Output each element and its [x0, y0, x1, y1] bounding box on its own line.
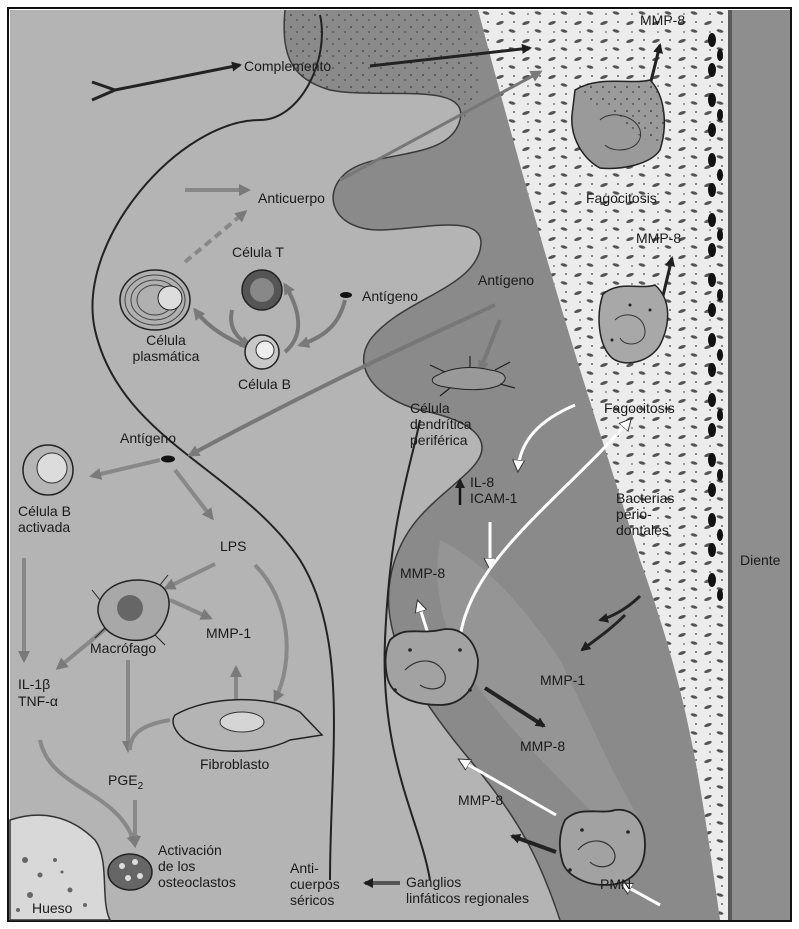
label-complemento: Complemento — [244, 58, 331, 74]
label-activacion-2: de los — [158, 858, 195, 874]
label-antigeno-left: Antígeno — [120, 430, 176, 446]
label-ganglios-2: linfáticos regionales — [406, 890, 529, 906]
label-celula-b: Célula B — [238, 376, 291, 392]
label-mmp8-low: MMP-8 — [520, 738, 565, 754]
label-pmn: PMN — [600, 876, 631, 892]
antigen-mark — [161, 456, 175, 463]
label-il1b: IL-1β — [18, 676, 50, 692]
antigen-mark — [340, 292, 352, 298]
label-anticuerpos-3: séricos — [290, 892, 334, 908]
activated-b-cell — [23, 445, 73, 495]
label-antigeno-middle: Antígeno — [478, 272, 534, 288]
label-fibroblasto: Fibroblasto — [200, 756, 269, 772]
tooth — [728, 10, 790, 920]
label-mmp8-mid: MMP-8 — [400, 565, 445, 581]
label-macrofago: Macrófago — [90, 640, 156, 656]
label-anticuerpos-2: cuerpos — [290, 876, 340, 892]
label-mmp8-bottom: MMP-8 — [458, 792, 503, 808]
label-mmp8-top: MMP-8 — [640, 12, 685, 28]
label-anticuerpo: Anticuerpo — [258, 190, 325, 206]
label-bacterias-1: Bacterias — [616, 490, 674, 506]
pmn-bottom — [560, 810, 645, 885]
label-activacion-1: Activación — [158, 842, 222, 858]
label-celula-t: Célula T — [232, 244, 284, 260]
label-mmp1-right: MMP-1 — [540, 672, 585, 688]
label-celula-plasmatica-1: Célula — [126, 332, 206, 348]
label-activacion-3: osteoclastos — [158, 874, 236, 890]
label-ganglios-1: Ganglios — [406, 874, 461, 890]
label-hueso: Hueso — [32, 900, 72, 916]
label-celula-b-activada-1: Célula B — [18, 503, 71, 519]
label-diente: Diente — [740, 552, 780, 568]
label-fagocitosis-top: Fagocitosis — [586, 190, 657, 206]
label-celula-dendritica-3: periférica — [410, 432, 468, 448]
phagocyte-top — [572, 80, 664, 168]
pmn-left — [386, 629, 478, 705]
label-bacterias-3: dontales — [616, 522, 669, 538]
label-fagocitosis-mid: Fagocitosis — [604, 400, 675, 416]
t-cell — [242, 270, 282, 310]
label-il8: IL-8 — [470, 474, 494, 490]
label-anticuerpos-1: Anti- — [290, 860, 319, 876]
label-mmp8-second: MMP-8 — [636, 230, 681, 246]
label-celula-dendritica-2: dendrítica — [410, 416, 471, 432]
label-pge2: PGE2 — [108, 772, 143, 795]
plasma-cell — [120, 270, 190, 330]
label-celula-b-activada-2: activada — [18, 519, 70, 535]
label-icam1: ICAM-1 — [470, 490, 517, 506]
label-celula-dendritica-1: Célula — [410, 400, 450, 416]
b-cell — [245, 335, 279, 369]
osteoclast — [108, 854, 152, 890]
label-lps: LPS — [220, 538, 246, 554]
label-bacterias-2: perio- — [616, 506, 652, 522]
label-mmp1-left: MMP-1 — [206, 625, 251, 641]
label-celula-plasmatica-2: plasmática — [126, 348, 206, 364]
label-antigeno-small: Antígeno — [362, 288, 418, 304]
label-tnfa: TNF-α — [18, 693, 58, 709]
